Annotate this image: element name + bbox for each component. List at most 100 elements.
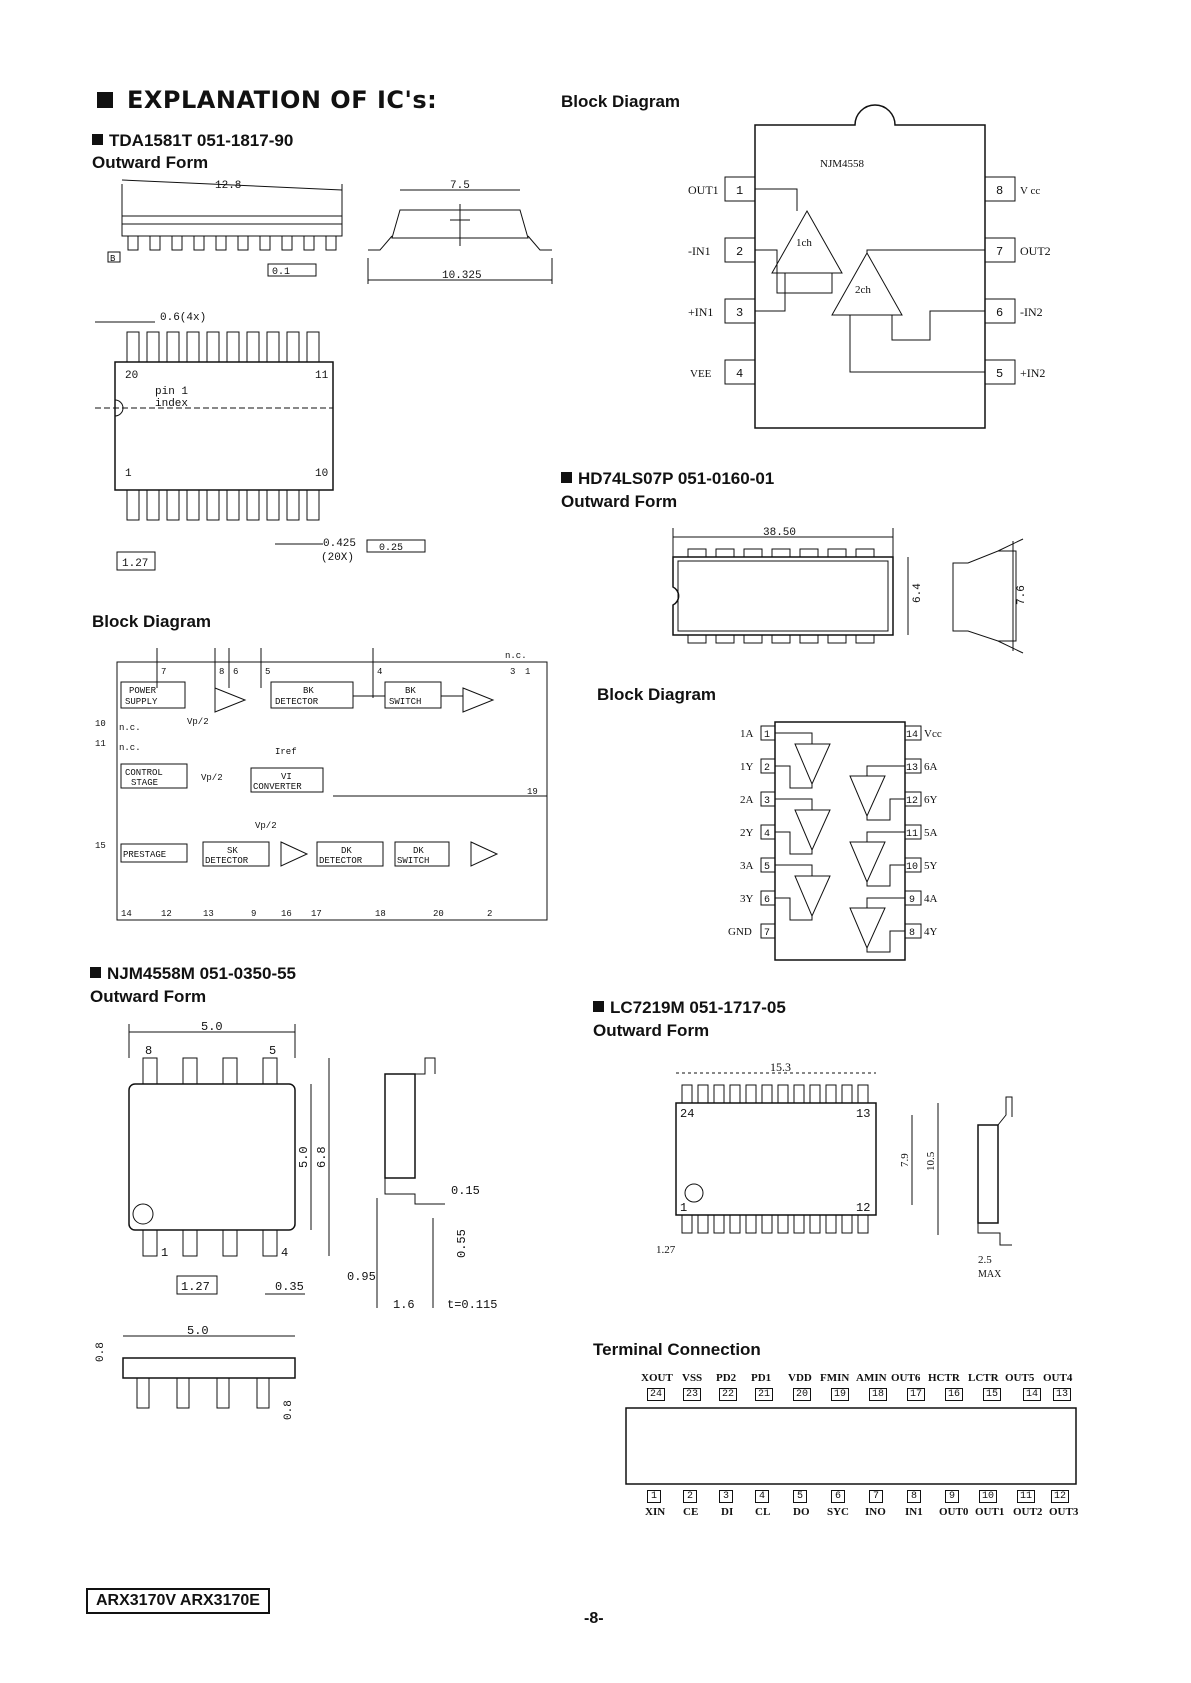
svg-text:Vp/2: Vp/2: [187, 717, 209, 727]
tda1581t-top-view: 0.6(4x) 20 11 pin 1 index 1 10 1.27 0.42…: [95, 312, 426, 571]
svg-text:7.9: 7.9: [899, 1153, 911, 1167]
svg-text:n.c.: n.c.: [119, 723, 141, 733]
hd74ls07p-heading: HD74LS07P 051-0160-01: [561, 469, 774, 489]
svg-text:9: 9: [251, 909, 256, 919]
svg-text:7: 7: [764, 928, 770, 939]
svg-text:4: 4: [377, 667, 382, 677]
svg-text:13: 13: [906, 763, 918, 774]
model-footer: ARX3170V ARX3170E: [86, 1588, 270, 1614]
njm4558-block-label: Block Diagram: [561, 92, 681, 111]
svg-text:12: 12: [906, 796, 918, 807]
svg-text:7: 7: [996, 245, 1003, 259]
svg-text:Vp/2: Vp/2: [201, 773, 223, 783]
svg-text:(20X): (20X): [321, 552, 354, 564]
svg-text:DETECTOR: DETECTOR: [275, 697, 319, 707]
njm4558m-heading: NJM4558M 051-0350-55: [90, 964, 296, 984]
njm4558m-outward: 5.0 8 5 1 4 5.0 6.8 1.27 0.35 0.15 0.55 …: [95, 1020, 497, 1420]
svg-text:BK: BK: [405, 686, 416, 696]
svg-text:+IN2: +IN2: [1020, 366, 1045, 380]
svg-text:0.1: 0.1: [272, 267, 290, 278]
svg-text:1.27: 1.27: [656, 1244, 676, 1256]
svg-text:8: 8: [909, 928, 915, 939]
svg-text:MAX: MAX: [978, 1269, 1002, 1280]
svg-text:0.35: 0.35: [275, 1280, 304, 1294]
svg-text:NJM4558: NJM4558: [820, 158, 865, 170]
svg-text:14: 14: [121, 909, 132, 919]
svg-text:4: 4: [281, 1246, 288, 1260]
pin-4-vee: VEE 4: [690, 359, 756, 385]
svg-text:n.c.: n.c.: [505, 651, 527, 661]
svg-text:1Y: 1Y: [740, 761, 754, 773]
svg-text:19: 19: [527, 787, 538, 797]
svg-text:PRESTAGE: PRESTAGE: [123, 850, 166, 860]
svg-text:2: 2: [764, 763, 770, 774]
top-leads: [142, 1057, 278, 1085]
svg-text:VEE: VEE: [690, 368, 712, 380]
svg-text:24: 24: [680, 1107, 694, 1121]
svg-text:1.27: 1.27: [181, 1280, 210, 1294]
svg-text:index: index: [155, 398, 188, 410]
svg-text:1: 1: [680, 1201, 687, 1215]
lc7219m-outward-label: Outward Form: [593, 1021, 710, 1040]
svg-text:2A: 2A: [740, 794, 754, 806]
pin-6-in2-neg: 6 -IN2: [984, 298, 1043, 324]
svg-text:CONTROL: CONTROL: [125, 768, 163, 778]
svg-text:15: 15: [95, 841, 106, 851]
svg-text:1ch: 1ch: [796, 237, 812, 249]
svg-text:1: 1: [525, 667, 530, 677]
tda1581t-side-view: 12.8 B 0.1: [107, 179, 343, 278]
svg-text:5.0: 5.0: [297, 1146, 311, 1168]
svg-text:20: 20: [125, 370, 138, 382]
svg-text:V cc: V cc: [1020, 185, 1040, 197]
lead-row: [127, 235, 337, 251]
svg-text:3: 3: [764, 796, 770, 807]
svg-text:CONVERTER: CONVERTER: [253, 782, 302, 792]
svg-text:6: 6: [233, 667, 238, 677]
svg-text:7.5: 7.5: [450, 180, 470, 192]
svg-text:7: 7: [161, 667, 166, 677]
svg-text:BK: BK: [303, 686, 314, 696]
bullet-square-icon: [90, 967, 101, 978]
svg-text:0.95: 0.95: [347, 1270, 376, 1284]
svg-text:5: 5: [265, 667, 270, 677]
svg-text:20: 20: [433, 909, 444, 919]
svg-text:0.8: 0.8: [283, 1400, 295, 1420]
svg-text:2: 2: [736, 245, 743, 259]
svg-text:SWITCH: SWITCH: [397, 856, 429, 866]
svg-text:0.15: 0.15: [451, 1184, 480, 1198]
svg-text:3A: 3A: [740, 860, 754, 872]
svg-text:10: 10: [95, 719, 106, 729]
tda1581t-block-label: Block Diagram: [92, 612, 212, 631]
svg-text:SUPPLY: SUPPLY: [125, 697, 158, 707]
svg-text:2ch: 2ch: [855, 284, 871, 296]
opamp-1ch-icon: [771, 209, 843, 274]
svg-text:Iref: Iref: [275, 747, 297, 757]
top-leads: [687, 548, 875, 558]
hd74ls07p-block-diagram: 1A 1 1Y 2 2A 3 2Y 4 3A 5 3Y 6 GND 7 14 V…: [728, 721, 942, 961]
svg-text:8: 8: [996, 184, 1003, 198]
svg-text:OUT1: OUT1: [688, 183, 719, 197]
buffer-icon: [794, 743, 886, 950]
svg-text:17: 17: [311, 909, 322, 919]
svg-text:4: 4: [736, 367, 743, 381]
tda1581t-block-diagram: 7 8 6 5 4 3 1 n.c. POWER SUPPLY Vp/2 BK …: [95, 648, 548, 921]
svg-text:11: 11: [315, 370, 329, 382]
svg-text:10.325: 10.325: [442, 270, 482, 282]
lc7219m-terminal-connection: [625, 1407, 1077, 1485]
svg-text:4: 4: [764, 829, 770, 840]
svg-text:6.4: 6.4: [912, 583, 924, 603]
svg-text:8: 8: [219, 667, 224, 677]
hd74ls07p-outward: 38.50 6.4 7.6: [672, 527, 1028, 654]
svg-text:3: 3: [736, 306, 743, 320]
svg-text:-IN2: -IN2: [1020, 305, 1043, 319]
svg-text:6: 6: [996, 306, 1003, 320]
svg-text:B: B: [110, 254, 116, 264]
opamp-2ch-icon: [831, 251, 903, 316]
svg-text:0.8: 0.8: [95, 1342, 107, 1362]
svg-text:5: 5: [269, 1044, 276, 1058]
hd74ls07p-block-label: Block Diagram: [597, 685, 717, 704]
dim-width: 12.8: [215, 180, 241, 192]
pin-2-in1-neg: -IN1 2: [688, 237, 756, 263]
svg-text:1A: 1A: [740, 728, 754, 740]
bottom-leads: [681, 1214, 869, 1234]
